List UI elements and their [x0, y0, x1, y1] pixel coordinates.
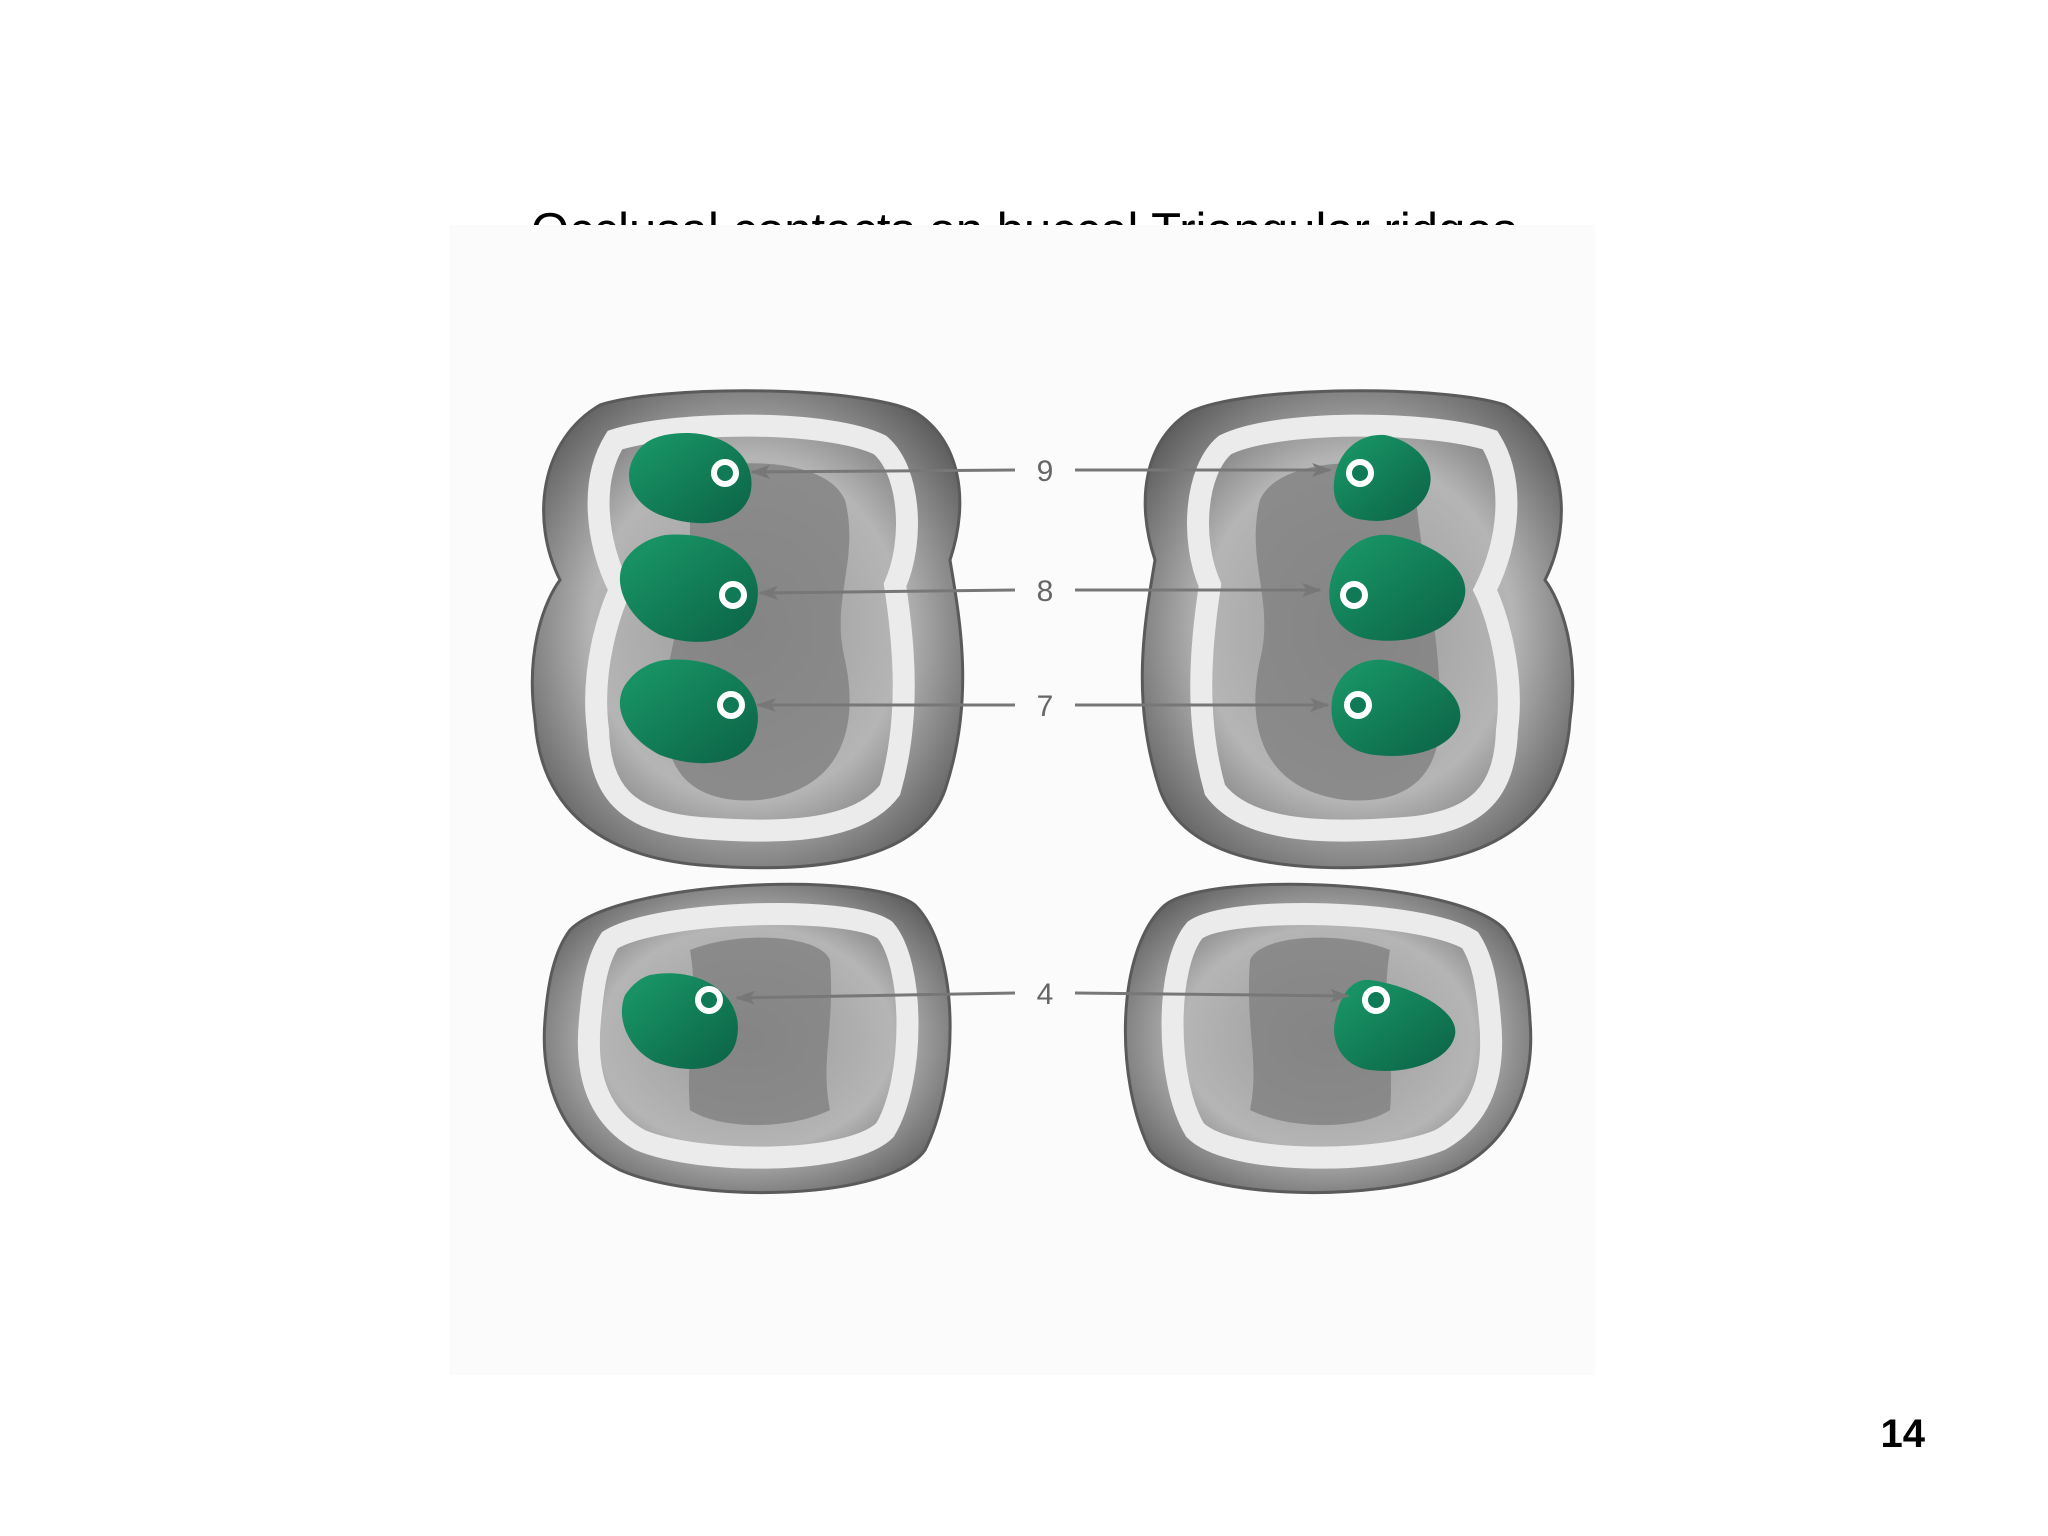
callout-label-8: 8	[1037, 575, 1054, 608]
tooth-lower-right	[1123, 882, 1533, 1195]
tooth-lower-left	[542, 882, 952, 1195]
contact-point-8-left	[719, 581, 747, 609]
callout-label-9: 9	[1037, 455, 1054, 488]
contact-point-7-left	[717, 691, 745, 719]
contact-ridge-7-left	[619, 659, 758, 764]
contact-point-7-right	[1344, 691, 1372, 719]
contact-ridge-7-right	[1331, 659, 1461, 756]
marginal-ridge	[1161, 903, 1503, 1169]
tooth-upper-left	[530, 389, 965, 870]
marginal-ridge	[577, 903, 919, 1169]
contact-point-4-right	[1362, 986, 1390, 1014]
arrow-4-right	[1074, 988, 1350, 1003]
contact-point-8-right	[1340, 581, 1368, 609]
contact-point-9-right	[1346, 459, 1374, 487]
callout-label-7: 7	[1037, 690, 1054, 723]
contact-ridge-9-right	[1333, 434, 1431, 521]
callout-label-4: 4	[1037, 978, 1054, 1011]
central-fossa	[688, 937, 832, 1125]
arrow-9-left	[750, 464, 1016, 479]
contact-point-9-left	[711, 459, 739, 487]
contact-ridge-8-right	[1329, 534, 1466, 641]
page-number: 14	[1880, 1412, 1926, 1456]
arrow-4-left	[735, 990, 1016, 1005]
arrow-8-left	[758, 585, 1016, 600]
contact-point-4-left	[695, 986, 723, 1014]
contact-ridge-8-left	[619, 534, 758, 642]
marginal-ridge	[585, 414, 918, 842]
contact-ridge-9-left	[629, 433, 752, 524]
marginal-ridge	[1187, 414, 1520, 842]
